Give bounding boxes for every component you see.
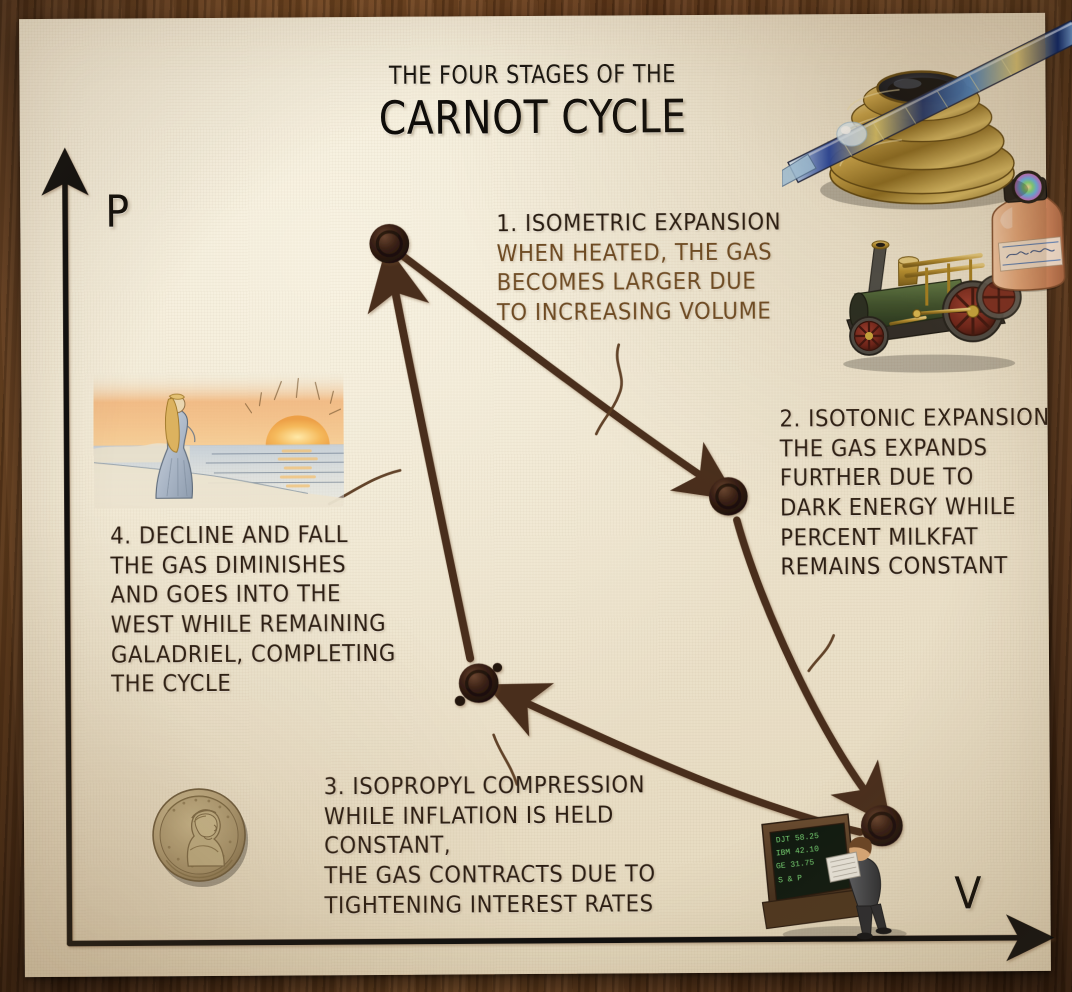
note-2-heading: 2. Isotonic Expansion — [779, 402, 1050, 433]
y-axis — [41, 147, 89, 947]
model-steam-engine — [843, 240, 1022, 373]
note-1-line-3: to increasing volume — [496, 296, 772, 327]
note-2-line-1: The gas expands — [779, 432, 988, 463]
sunset-over-sea-watercolor-illustration — [93, 371, 345, 509]
annotation-note-2: 2. Isotonic Expansion The gas expands fu… — [779, 403, 1065, 583]
note-1-line-2: becomes larger due — [496, 266, 757, 297]
engine-wheel-front — [849, 316, 889, 356]
node-D — [454, 662, 503, 707]
edge-stage-2 — [733, 516, 892, 826]
note-2-line-3: dark energy while — [779, 492, 1017, 522]
ink-bottle-with-rainbow-cap — [988, 170, 1066, 293]
glass-dip-pen — [781, 19, 1072, 188]
node-A — [369, 223, 410, 264]
edge-stage-4 — [367, 245, 475, 663]
y-axis-label: P — [105, 186, 130, 238]
ink-bottle-label — [998, 236, 1064, 272]
annotation-note-1: 1. Isometric Expansion When heated, the … — [496, 207, 827, 328]
note-2-line-4: percent milkfat — [780, 522, 979, 552]
cycle-nodes — [369, 223, 903, 847]
brass-inkwell-with-glass-dip-pen — [781, 19, 1072, 210]
trader-figurine — [825, 836, 892, 940]
axis-lines — [41, 147, 1055, 962]
note-3-line-2: the gas contracts due to — [324, 859, 656, 890]
note-3-heading: 3. Isopropyl Compression — [323, 770, 646, 801]
note-4-line-5: the cycle — [111, 669, 232, 699]
note-1-line-1: When heated, the gas — [496, 237, 773, 267]
x-axis-label: V — [954, 868, 983, 920]
node-C — [860, 805, 903, 847]
note-1-heading: 1. Isometric Expansion — [496, 207, 782, 238]
svg-text:S & P: S & P — [778, 874, 803, 886]
note-4-line-4: Galadriel, completing — [110, 638, 396, 669]
annotation-note-4: 4. Decline and Fall The gas diminishes a… — [110, 520, 421, 700]
galadriel-figure — [155, 393, 196, 499]
node-B — [708, 477, 748, 516]
note-2-line-2: further due to — [779, 462, 974, 492]
stock-ticker-board: DJT 58.25 IBM 42.10 GE 31.75 S & P — [761, 813, 862, 930]
x-axis — [66, 914, 1055, 962]
note-4-line-1: The gas diminishes — [110, 549, 347, 580]
stock-ticker-trader-figurine: DJT 58.25 IBM 42.10 GE 31.75 S & P — [761, 813, 907, 943]
paper-sheet: The Four Stages of the Carnot Cycle — [19, 12, 1072, 978]
leader-note-2 — [807, 634, 836, 673]
note-3-line-3: tightening interest rates — [324, 889, 654, 920]
edge-stage-1 — [394, 249, 738, 501]
emperor-bust-relief — [186, 809, 225, 867]
leader-note-1 — [594, 343, 623, 436]
ancient-roman-coin — [152, 788, 249, 888]
note-3-line-1: While inflation is held constant, — [323, 800, 614, 860]
annotation-note-3: 3. Isopropyl Compression While inflation… — [324, 770, 745, 921]
note-4-line-2: and goes into the — [110, 579, 342, 609]
leader-note-3 — [492, 733, 519, 786]
note-4-line-3: west while remaining — [110, 608, 387, 639]
note-2-line-5: remains constant — [780, 551, 1008, 581]
note-4-heading: 4. Decline and Fall — [110, 520, 349, 550]
svg-text:GE 31.75: GE 31.75 — [776, 858, 815, 871]
